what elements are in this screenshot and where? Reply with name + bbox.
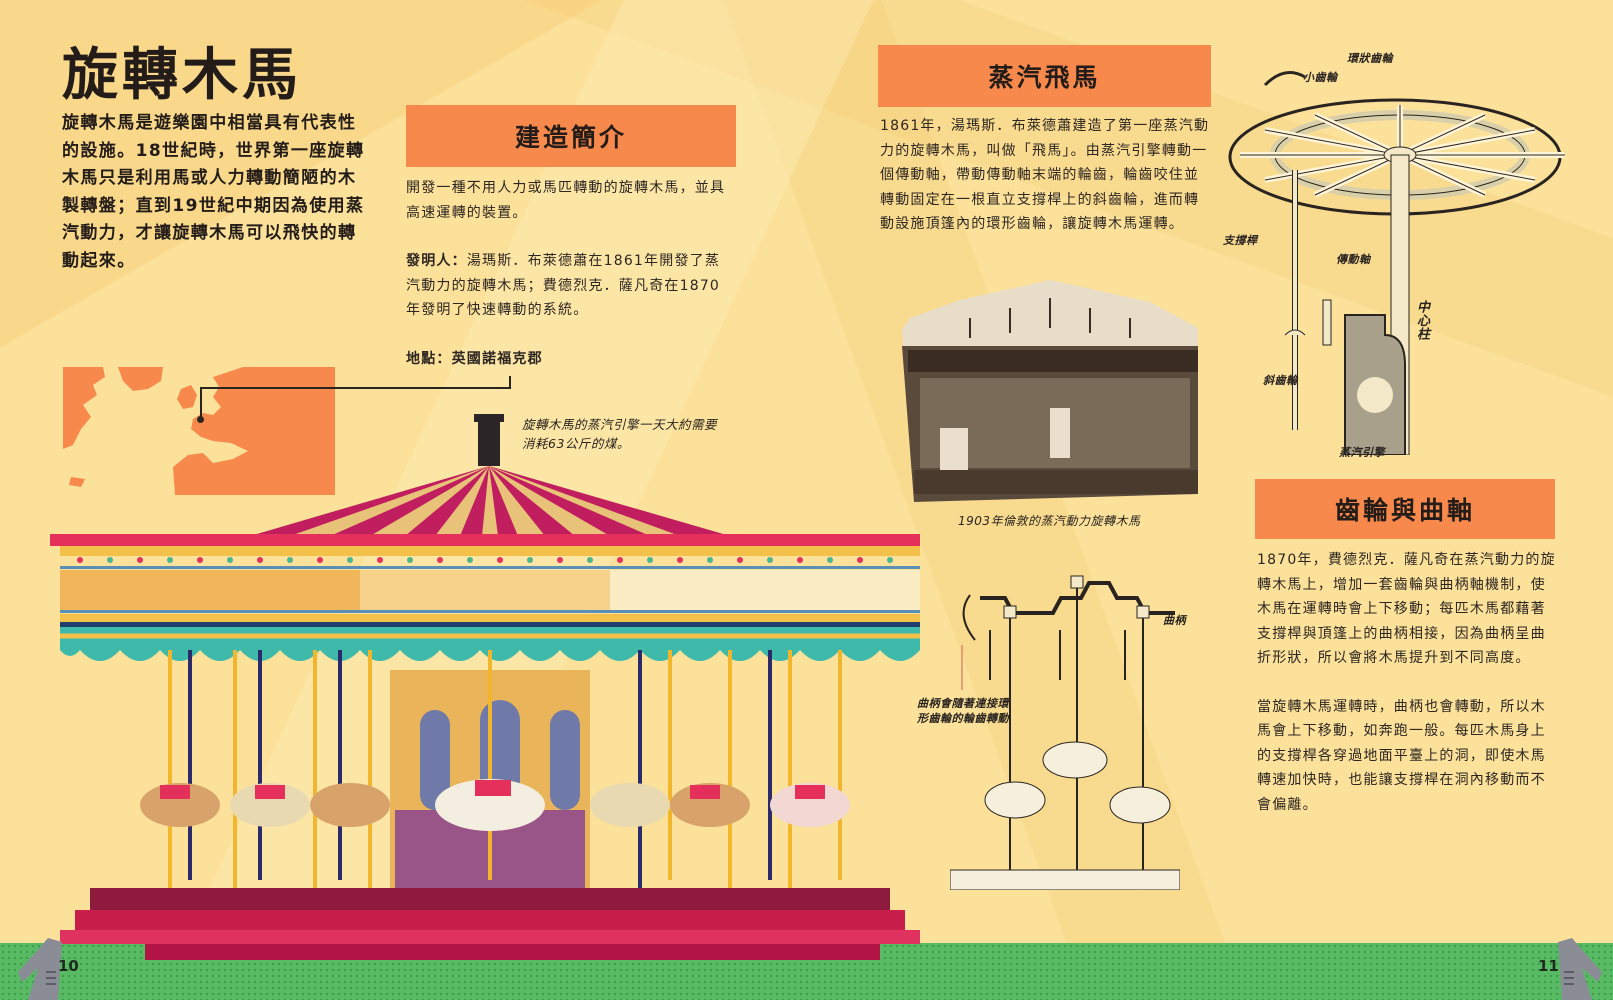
label-bevel-gear: 斜齒輪 (1263, 374, 1298, 387)
label-drive-shaft: 傳動軸 (1336, 253, 1371, 266)
photo-caption: 1903年倫敦的蒸汽動力旋轉木馬 (958, 514, 1141, 528)
carousel-illustration (50, 414, 920, 960)
wrench-icon (18, 938, 62, 1000)
page-title: 旋轉木馬 (62, 43, 302, 108)
coal-note: 旋轉木馬的蒸汽引擎一天大約需要 消耗63公斤的煤。 (522, 415, 717, 453)
gear-mechanism-diagram (1228, 71, 1565, 455)
label-crank: 曲柄 (1163, 614, 1186, 627)
canopy-roof (250, 466, 730, 536)
historic-photo-1903-london (902, 280, 1198, 502)
location-marker-icon (197, 416, 204, 423)
wrench-icon (1558, 938, 1602, 1000)
gears-crank-para2: 當旋轉木馬運轉時，曲柄也會轉動，所以木馬會上下移動，如奔跑一般。每匹木馬身上的支… (1257, 698, 1546, 813)
construction-purpose: 開發一種不用人力或馬匹轉動的旋轉木馬，並具高速運轉的裝置。 (406, 180, 726, 221)
section-header-construction: 建造簡介 (406, 105, 736, 167)
location-label: 地點： (406, 350, 452, 367)
label-ring-gear: 環狀齒輪 (1347, 52, 1393, 65)
label-pinion: 小齒輪 (1303, 71, 1338, 84)
map-leader-line (200, 387, 511, 389)
section-header-gears-crank: 齒輪與曲軸 (1255, 479, 1555, 539)
gears-crank-body: 1870年，費德烈克．薩凡奇在蒸汽動力的旋轉木馬上，增加一套齒輪與曲柄軸機制，使… (1257, 548, 1557, 841)
section-header-steam-horse: 蒸汽飛馬 (878, 45, 1211, 107)
label-support-rod: 支撐桿 (1223, 234, 1258, 247)
label-steam-engine: 蒸汽引擎 (1339, 446, 1385, 459)
inventor-label: 發明人： (406, 253, 467, 269)
coal-note-line2: 消耗63公斤的煤。 (522, 436, 630, 451)
map-leader-line (509, 376, 511, 389)
intro-paragraph: 旋轉木馬是遊樂園中相當具有代表性的設施。18世紀時，世界第一座旋轉木馬只是利用馬… (62, 113, 365, 271)
inventor-text: 湯瑪斯．布萊德蕭在1861年開發了蒸汽動力的旋轉木馬；費德烈克．薩凡奇在1870… (406, 253, 721, 318)
label-center-pole: 中心柱 (1414, 300, 1429, 341)
map-leader-line (200, 387, 202, 420)
steam-horse-body: 1861年，湯瑪斯．布萊德蕭建造了第一座蒸汽動力的旋轉木馬，叫做「飛馬」。由蒸汽… (880, 118, 1210, 232)
construction-inventor: 發明人：湯瑪斯．布萊德蕭在1861年開發了蒸汽動力的旋轉木馬；費德烈克．薩凡奇在… (406, 249, 726, 323)
crank-diagram (950, 575, 1180, 890)
location-text: 英國諾福克郡 (451, 350, 543, 367)
page-number-left: 10 (58, 957, 79, 975)
crank-note: 曲柄會隨著連接環形齒輪的輪齒轉動 (917, 697, 1009, 725)
construction-body: 開發一種不用人力或馬匹轉動的旋轉木馬，並具高速運轉的裝置。 發明人：湯瑪斯．布萊… (406, 176, 726, 395)
coal-note-line1: 旋轉木馬的蒸汽引擎一天大約需要 (522, 417, 718, 432)
construction-location: 地點：英國諾福克郡 (406, 347, 726, 372)
horse-figures (140, 779, 850, 831)
gears-crank-para1: 1870年，費德烈克．薩凡奇在蒸汽動力的旋轉木馬上，增加一套齒輪與曲柄軸機制，使… (1257, 552, 1556, 666)
page-number-right: 11 (1538, 957, 1559, 975)
world-map-europe (63, 367, 335, 495)
